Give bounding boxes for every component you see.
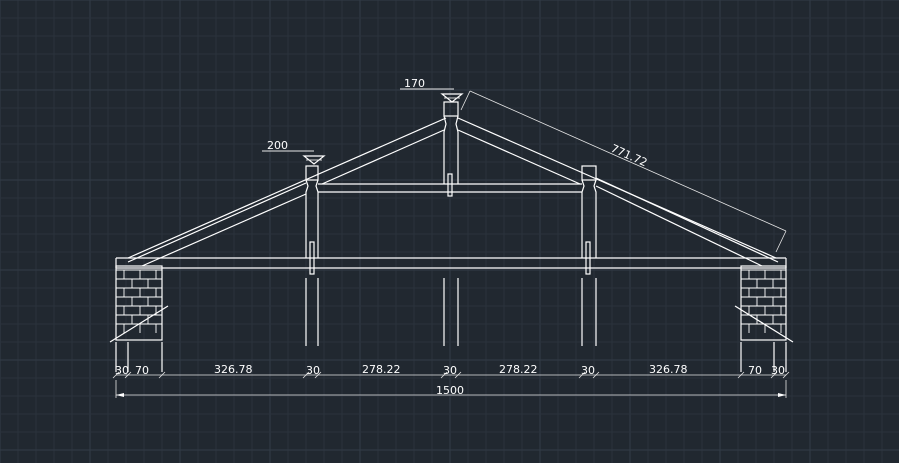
dim-label-6: 30	[443, 364, 457, 377]
level-marker-post: 200	[262, 139, 326, 165]
right-brick-wall	[740, 265, 787, 341]
peak-height-label: 170	[404, 77, 425, 90]
dim-label-1: 30	[115, 364, 129, 377]
level-marker-peak: 170	[400, 77, 464, 103]
break-lines	[109, 305, 794, 343]
dim-label-4: 30	[306, 364, 320, 377]
king-post	[443, 101, 459, 197]
dim-label-7: 278.22	[499, 363, 538, 376]
dim-label-8: 30	[581, 364, 595, 377]
dim-label-11: 30	[771, 364, 785, 377]
columns	[115, 278, 787, 372]
post-height-label: 200	[267, 139, 288, 152]
left-brick-wall	[115, 265, 163, 341]
dim-label-5: 278.22	[362, 363, 401, 376]
dim-label-9: 326.78	[649, 363, 688, 376]
dim-label-2: 70	[135, 364, 149, 377]
rafter-length-dimension: 771.72	[460, 90, 787, 253]
tie-beam	[115, 257, 787, 269]
rafter-length-label: 771.72	[609, 142, 649, 170]
queen-post-left	[305, 165, 319, 275]
queen-post-right	[581, 165, 597, 275]
total-span-label: 1500	[436, 384, 464, 397]
dim-label-10: 70	[748, 364, 762, 377]
rafters	[127, 117, 779, 267]
span-dimensions: 30 70 326.78 30 278.22 30 278.22 30 326.…	[112, 363, 790, 398]
dim-label-3: 326.78	[214, 363, 253, 376]
collar-tie	[318, 183, 582, 193]
